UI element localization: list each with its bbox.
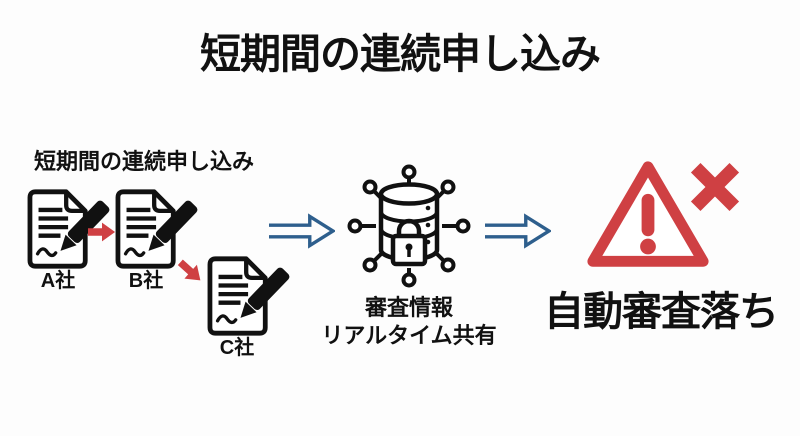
document-pen-icon (26, 188, 114, 270)
company-label: C社 (219, 337, 255, 359)
center-caption-line1: 審査情報 (364, 295, 453, 320)
result-label: 自動審査落ち (544, 290, 779, 334)
center-caption-line2: リアルタイム共有 (321, 323, 497, 348)
arrow-down-right-icon (169, 253, 209, 293)
arrow-right-icon (88, 220, 116, 249)
page-title: 短期間の連続申し込み (200, 31, 601, 77)
shared-database-lock-icon (343, 160, 475, 297)
double-arrow-right-icon (485, 213, 553, 254)
company-label: A社 (40, 270, 76, 292)
company-label: B社 (128, 270, 164, 292)
x-mark-icon (688, 160, 742, 219)
center-caption: 審査情報 リアルタイム共有 (309, 294, 509, 350)
document-pen-icon (114, 188, 202, 270)
warning-triangle-icon (583, 156, 713, 283)
left-flow-label: 短期間の連続申し込み (34, 149, 255, 174)
document-pen-icon (206, 255, 294, 337)
double-arrow-right-icon (269, 213, 337, 254)
